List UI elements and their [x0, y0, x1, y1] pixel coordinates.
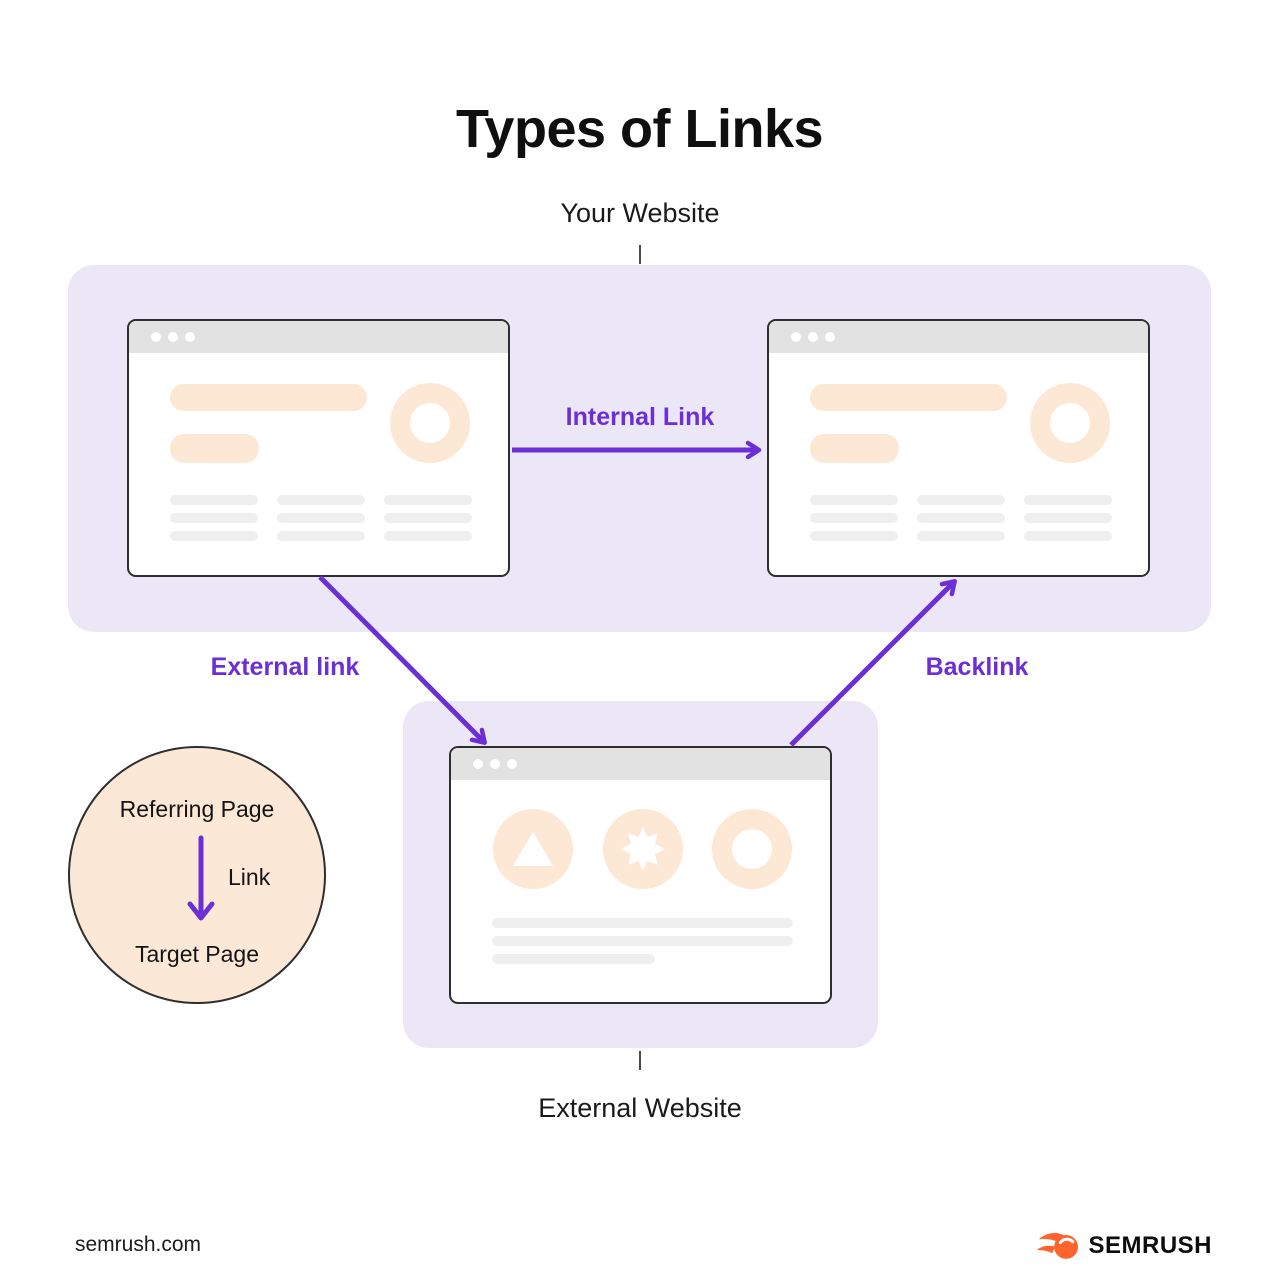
- window-dot-icon: [490, 759, 500, 769]
- text-line-placeholder: [810, 513, 898, 523]
- window-dot-icon: [151, 332, 161, 342]
- subheading-placeholder: [810, 434, 899, 463]
- window-dot-icon: [808, 332, 818, 342]
- semrush-wordmark: SEMRUSH: [1088, 1232, 1212, 1259]
- text-line-placeholder: [917, 513, 1005, 523]
- external-link-label: External link: [210, 653, 360, 681]
- browser-titlebar: [451, 748, 830, 780]
- text-line-placeholder: [492, 954, 655, 964]
- backlink-label: Backlink: [925, 653, 1029, 681]
- legend-link-label: Link: [228, 864, 271, 890]
- text-line-placeholder: [384, 513, 472, 523]
- text-line-placeholder: [917, 531, 1005, 541]
- text-line-placeholder: [1024, 531, 1112, 541]
- window-dot-icon: [825, 332, 835, 342]
- image-placeholder-icon: [1030, 383, 1110, 463]
- text-line-placeholder: [917, 495, 1005, 505]
- window-dot-icon: [473, 759, 483, 769]
- legend-link-arrow: [187, 835, 215, 921]
- browser-window-target: [767, 319, 1150, 577]
- text-line-placeholder: [810, 495, 898, 505]
- text-line-placeholder: [170, 513, 258, 523]
- legend-target-page-label: Target Page: [134, 941, 260, 967]
- external-website-label: External Website: [538, 1093, 742, 1123]
- subheading-placeholder: [170, 434, 259, 463]
- circle-icon: [712, 809, 792, 889]
- text-line-placeholder: [277, 495, 365, 505]
- text-line-placeholder: [170, 495, 258, 505]
- semrush-flame-icon: [1037, 1233, 1079, 1259]
- internal-link-label: Internal Link: [565, 403, 715, 431]
- window-dot-icon: [507, 759, 517, 769]
- browser-window-external: [449, 746, 832, 1004]
- text-line-placeholder: [384, 495, 472, 505]
- connector-tick-bottom: [639, 1051, 641, 1070]
- page-title: Types of Links: [455, 99, 824, 160]
- legend-referring-page-label: Referring Page: [119, 796, 275, 822]
- text-line-placeholder: [492, 936, 793, 946]
- your-website-label: Your Website: [560, 198, 720, 228]
- text-lines-placeholder: [492, 918, 793, 964]
- text-columns-placeholder: [170, 495, 472, 541]
- heading-placeholder: [170, 384, 367, 411]
- star-icon: [603, 809, 683, 889]
- connector-tick-top: [639, 245, 641, 264]
- text-line-placeholder: [277, 513, 365, 523]
- legend-circle: Referring Page Link Target Page: [68, 746, 326, 1004]
- text-line-placeholder: [277, 531, 365, 541]
- browser-titlebar: [769, 321, 1148, 353]
- window-dot-icon: [168, 332, 178, 342]
- browser-window-source: [127, 319, 510, 577]
- text-line-placeholder: [1024, 513, 1112, 523]
- browser-titlebar: [129, 321, 508, 353]
- image-placeholder-icon: [390, 383, 470, 463]
- footer-site-url: semrush.com: [75, 1233, 202, 1256]
- text-columns-placeholder: [810, 495, 1112, 541]
- triangle-icon: [493, 809, 573, 889]
- window-dot-icon: [185, 332, 195, 342]
- text-line-placeholder: [492, 918, 793, 928]
- text-line-placeholder: [810, 531, 898, 541]
- semrush-logo: SEMRUSH: [1037, 1230, 1212, 1262]
- window-dot-icon: [791, 332, 801, 342]
- heading-placeholder: [810, 384, 1007, 411]
- text-line-placeholder: [170, 531, 258, 541]
- text-line-placeholder: [1024, 495, 1112, 505]
- text-line-placeholder: [384, 531, 472, 541]
